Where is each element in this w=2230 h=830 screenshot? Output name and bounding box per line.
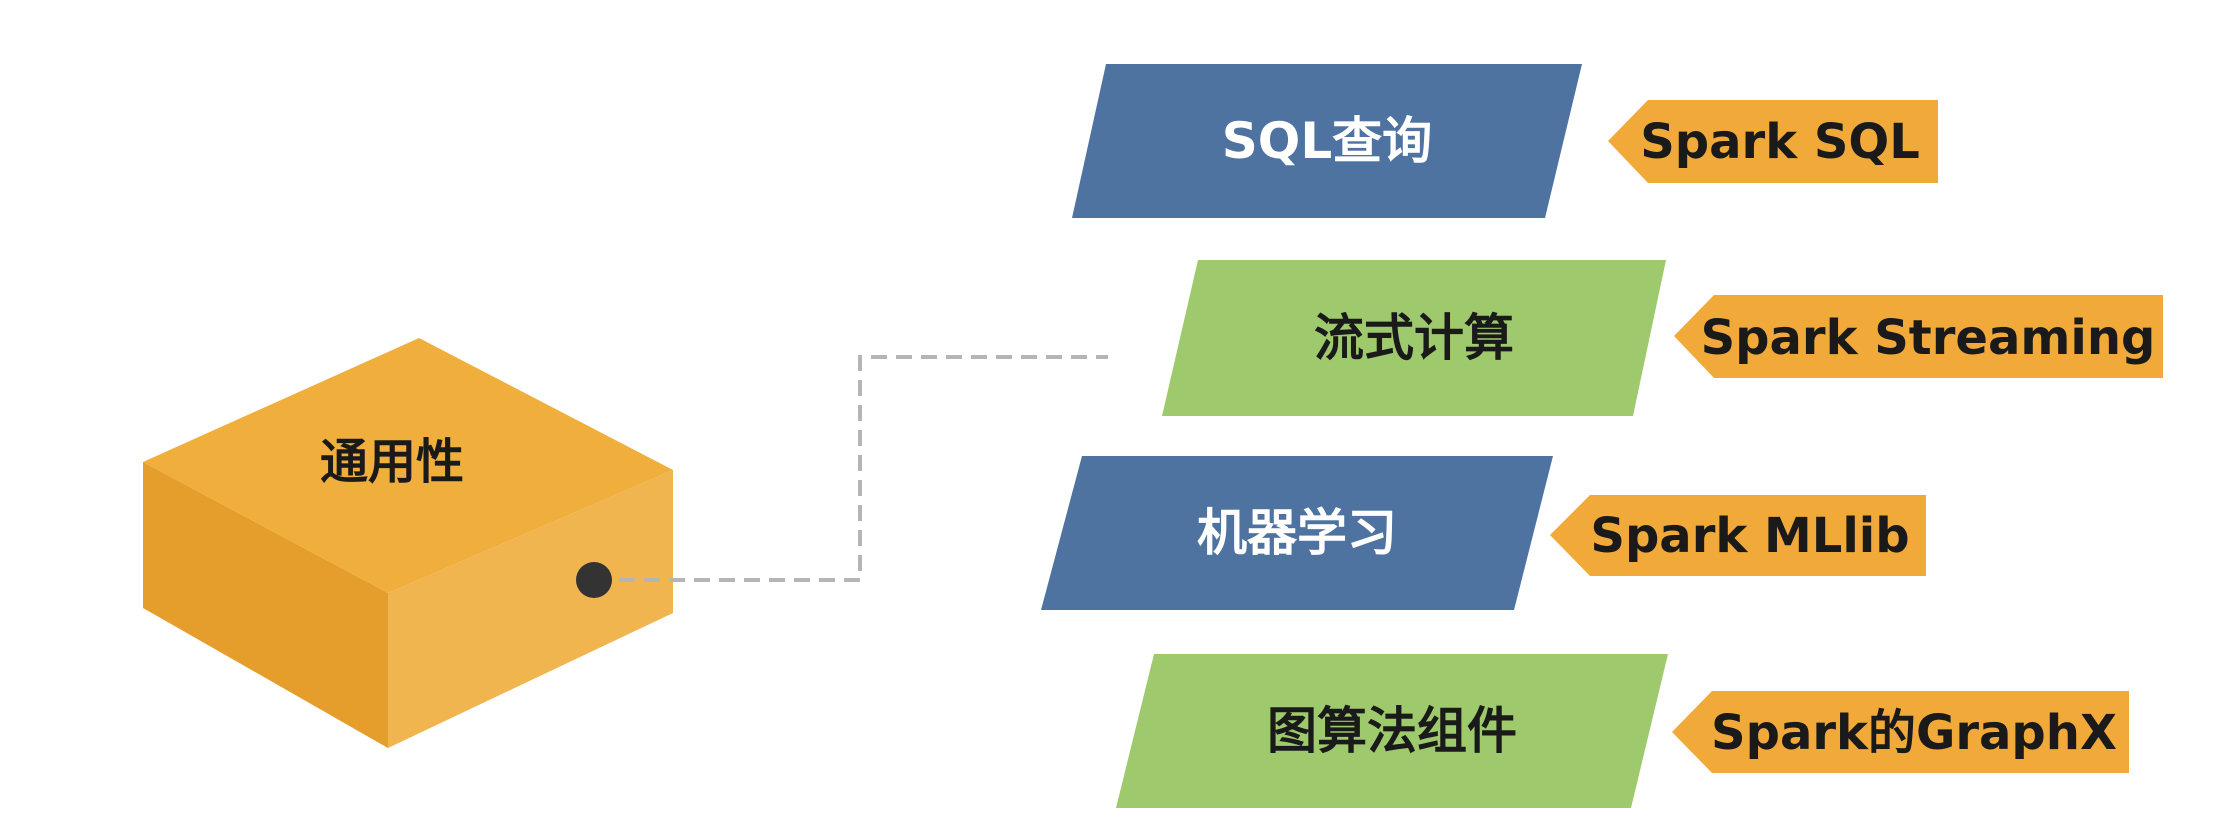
feature-row-sql: SQL查询 Spark SQL [1072,64,1938,218]
tag-label-spark-graphx: Spark的GraphX [1711,705,2117,761]
feature-label-mllib: 机器学习 [1197,504,1397,562]
tag-label-spark-streaming: Spark Streaming [1701,310,2156,366]
feature-box-graphx [1116,654,1668,808]
tag-label-spark-sql: Spark SQL [1640,114,1920,170]
tag-box-spark-sql [1608,100,1938,183]
feature-row-mllib: 机器学习 Spark MLlib [1041,456,1926,610]
feature-box-streaming [1162,260,1666,416]
tag-label-spark-mllib: Spark MLlib [1590,508,1909,564]
feature-row-streaming: 流式计算 Spark Streaming [1162,260,2163,416]
feature-row-graphx: 图算法组件 Spark的GraphX [1116,654,2129,808]
feature-box-sql [1072,64,1582,218]
connector-dot [576,562,612,598]
feature-label-streaming: 流式计算 [1314,309,1514,367]
tag-box-spark-graphx [1672,691,2129,773]
connector-line [594,355,1108,582]
feature-label-graphx: 图算法组件 [1267,702,1517,760]
cube-left-face [143,462,388,748]
feature-box-mllib [1041,456,1553,610]
tag-box-spark-mllib [1550,495,1926,576]
cube: 通用性 [143,338,673,748]
tag-box-spark-streaming [1674,295,2163,378]
cube-right-face [388,470,673,748]
cube-label: 通用性 [320,434,464,490]
feature-label-sql: SQL查询 [1222,112,1432,170]
cube-top-face [143,338,673,593]
